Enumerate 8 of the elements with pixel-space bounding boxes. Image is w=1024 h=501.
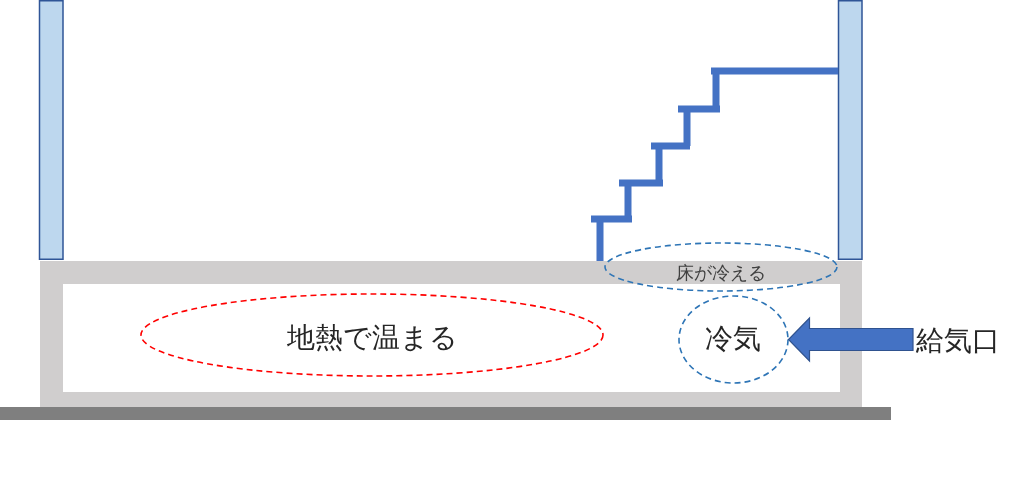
vent-label: 給気口 xyxy=(916,324,1000,358)
dashed-ellipse xyxy=(604,242,838,292)
dashed-ellipse xyxy=(677,295,789,384)
annotation-text: 地熱で温まる xyxy=(286,322,458,355)
annotation-text: 床が冷える xyxy=(676,262,766,284)
annotation-text: 冷気 xyxy=(705,323,761,356)
block-arrow xyxy=(787,316,914,363)
dashed-ellipse xyxy=(140,292,604,377)
